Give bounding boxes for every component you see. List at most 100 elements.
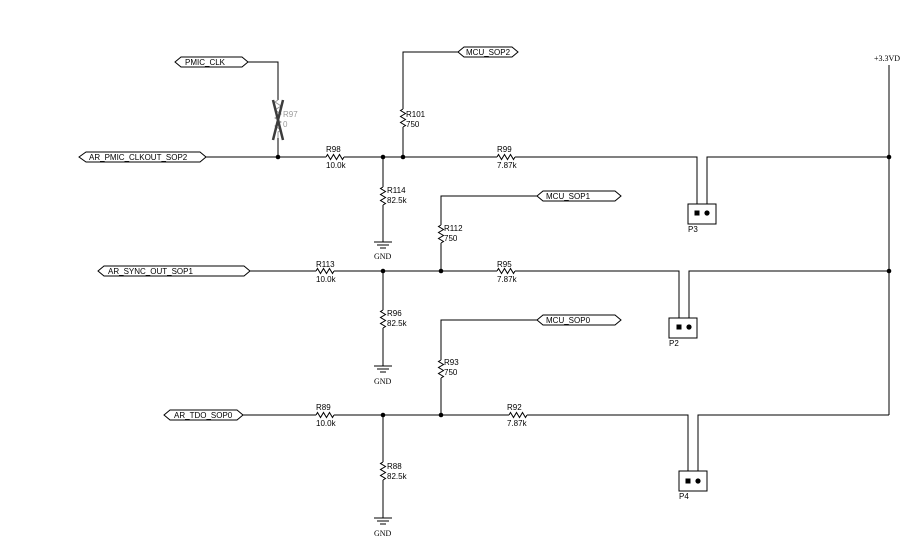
junction-dot — [380, 412, 386, 418]
resistor-value: 82.5k — [387, 319, 408, 328]
resistor-value: 10.0k — [316, 419, 337, 428]
resistor-r88: R88 82.5k — [379, 461, 408, 481]
header-ref: P3 — [688, 225, 698, 234]
port-pmic-clk: PMIC_CLK — [174, 56, 249, 68]
resistor-symbol — [496, 153, 516, 161]
resistor-value: 750 — [444, 368, 458, 377]
dnp-cross-icon — [271, 99, 285, 141]
resistor-value: 750 — [406, 120, 420, 129]
port-ar-tdo-sop0: AR_TDO_SOP0 — [163, 409, 244, 421]
header-body — [668, 317, 698, 339]
resistor-r96: R96 82.5k — [379, 309, 408, 329]
port-label: AR_SYNC_OUT_SOP1 — [108, 267, 193, 276]
port-label: MCU_SOP2 — [466, 48, 511, 57]
resistor-ref: R113 — [316, 260, 335, 269]
junction-dot — [438, 412, 444, 418]
pin-1 — [694, 210, 700, 216]
resistor-ref: R98 — [326, 145, 341, 154]
ground-symbol-1: GND — [374, 241, 392, 261]
port-label: PMIC_CLK — [185, 58, 226, 67]
resistor-r98: R98 10.0k — [325, 145, 347, 170]
resistor-r93: R93 750 — [437, 358, 459, 379]
resistor-value: 82.5k — [387, 196, 408, 205]
power-rail-3v3: +3.3VD — [874, 54, 900, 63]
junction-dot — [886, 268, 892, 274]
resistor-ref: R97 — [283, 110, 298, 119]
port-shape — [97, 265, 251, 277]
port-ar-pmic-clkout-sop2: AR_PMIC_CLKOUT_SOP2 — [78, 151, 207, 163]
resistor-value: 82.5k — [387, 472, 408, 481]
port-label: AR_PMIC_CLKOUT_SOP2 — [89, 153, 188, 162]
port-shape — [536, 314, 622, 326]
ground-symbol-3: GND — [374, 517, 392, 538]
port-shape — [174, 56, 249, 68]
port-shape — [78, 151, 207, 163]
resistor-r95: R95 7.87k — [496, 260, 518, 284]
junction-dot — [438, 268, 444, 274]
resistor-ref: R89 — [316, 403, 331, 412]
resistor-ref: R92 — [507, 403, 522, 412]
ground-label: GND — [374, 377, 392, 386]
resistor-symbol — [379, 309, 387, 329]
junctions — [275, 154, 892, 418]
resistor-ref: R112 — [444, 224, 463, 233]
resistor-value: 10.0k — [326, 161, 347, 170]
header-p4: P4 — [678, 470, 708, 501]
ground-icon — [374, 365, 392, 373]
resistor-ref: R99 — [497, 145, 512, 154]
ground-label: GND — [374, 252, 392, 261]
header-p3: P3 — [687, 203, 717, 234]
ground-symbol-2: GND — [374, 365, 392, 386]
junction-dot — [400, 154, 406, 160]
ground-icon — [374, 241, 392, 249]
header-ref: P4 — [679, 492, 689, 501]
port-label: MCU_SOP1 — [546, 192, 591, 201]
pin-1 — [685, 478, 691, 484]
pin-2 — [704, 210, 710, 216]
junction-dot — [380, 154, 386, 160]
resistor-ref: R93 — [444, 358, 459, 367]
pin-1 — [676, 324, 682, 330]
resistor-value: 750 — [444, 234, 458, 243]
resistor-symbol — [325, 153, 345, 161]
resistor-ref: R95 — [497, 260, 512, 269]
resistor-symbol — [437, 359, 445, 379]
header-ref: P2 — [669, 339, 679, 348]
wires — [206, 51, 890, 518]
port-label: AR_TDO_SOP0 — [174, 411, 233, 420]
resistor-symbol — [508, 411, 528, 419]
resistor-symbol — [379, 186, 387, 206]
resistor-r99: R99 7.87k — [496, 145, 518, 170]
ground-label: GND — [374, 529, 392, 538]
junction-dot — [886, 154, 892, 160]
ground-icon — [374, 517, 392, 525]
resistor-symbol — [496, 267, 516, 275]
resistor-symbol — [437, 224, 445, 244]
header-body — [687, 203, 717, 225]
resistor-r97: R97 0 — [271, 99, 298, 141]
header-body — [678, 470, 708, 492]
port-mcu-sop2: MCU_SOP2 — [457, 46, 519, 58]
port-ar-sync-out-sop1: AR_SYNC_OUT_SOP1 — [97, 265, 251, 277]
pin-2 — [686, 324, 692, 330]
resistor-ref: R114 — [387, 186, 406, 195]
resistor-symbol — [379, 461, 387, 481]
resistor-symbol — [315, 267, 335, 275]
port-shape — [536, 190, 622, 202]
resistor-ref: R101 — [406, 110, 426, 119]
resistor-ref: R96 — [387, 309, 402, 318]
junction-dot — [275, 154, 281, 160]
resistor-r92: R92 7.87k — [507, 403, 528, 428]
power-label: +3.3VD — [874, 54, 900, 63]
resistor-value: 0 — [283, 120, 288, 129]
resistor-r89: R89 10.0k — [315, 403, 337, 428]
port-label: MCU_SOP0 — [546, 316, 591, 325]
port-shape — [457, 46, 519, 58]
port-mcu-sop0: MCU_SOP0 — [536, 314, 622, 326]
resistor-symbol — [315, 411, 335, 419]
junction-dot — [380, 268, 386, 274]
resistor-r113: R113 10.0k — [315, 260, 337, 284]
resistor-r101: R101 750 — [399, 108, 426, 129]
resistor-r114: R114 82.5k — [379, 186, 408, 206]
resistor-value: 10.0k — [316, 275, 337, 284]
